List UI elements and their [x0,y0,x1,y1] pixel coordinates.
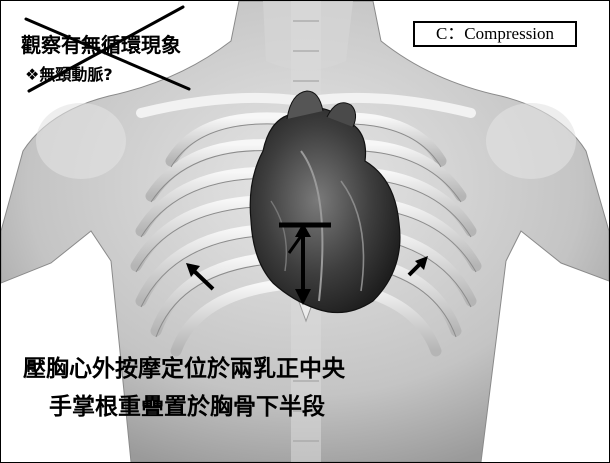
crossed-note-line2: ❖無頸動脈? [25,61,113,85]
instruction-line1: 壓胸心外按摩定位於兩乳正中央 [23,349,345,383]
instruction-line2: 手掌根重疊置於胸骨下半段 [49,387,325,421]
crossed-note-line1: 觀察有無循環現象 [21,29,181,58]
compression-title-box: C：Compression [413,21,577,47]
